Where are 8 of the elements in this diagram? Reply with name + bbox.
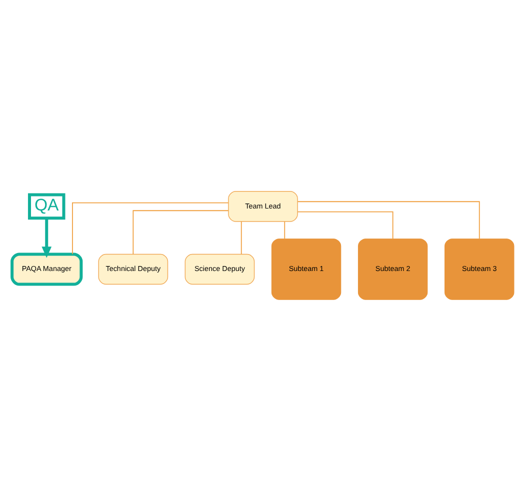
connector <box>132 210 229 254</box>
connector <box>284 220 286 239</box>
arrow <box>42 218 52 258</box>
connector <box>297 200 480 239</box>
connector <box>240 220 242 254</box>
connector <box>297 210 394 239</box>
connector <box>72 202 229 254</box>
node-box: QA <box>28 192 66 220</box>
